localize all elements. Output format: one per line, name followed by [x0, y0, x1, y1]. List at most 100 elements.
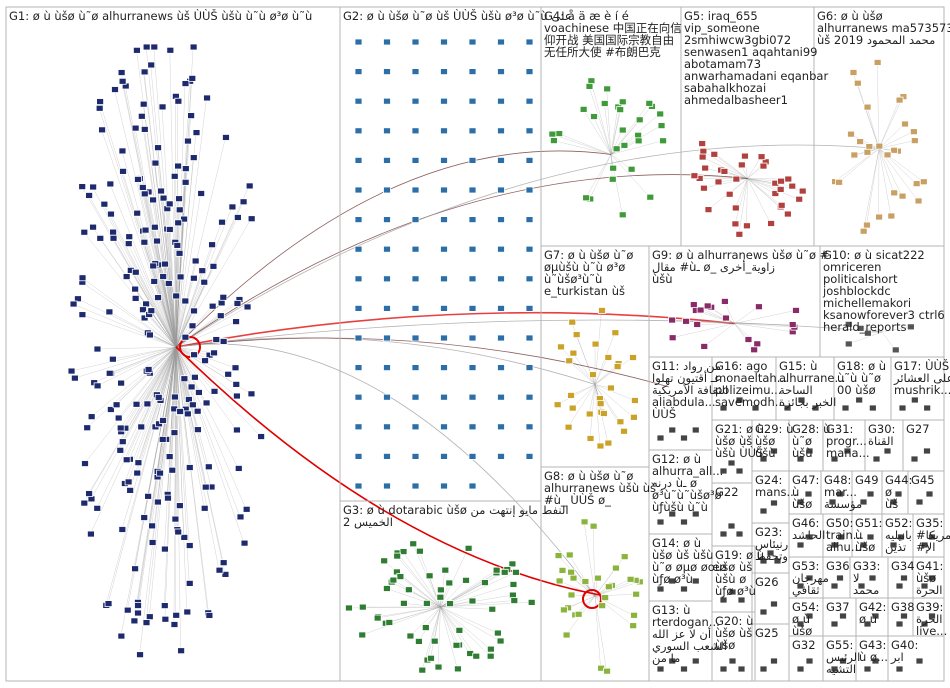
node-g10 [907, 324, 914, 330]
panel-label-g44-line3: ùš [885, 497, 898, 511]
node-g2 [412, 246, 419, 252]
node-g7 [598, 307, 605, 313]
node-g7 [631, 397, 638, 403]
node-g1 [218, 300, 225, 306]
node-g4 [619, 99, 626, 105]
node-g1 [119, 439, 126, 445]
node-g8 [605, 584, 612, 590]
node-g7 [569, 405, 576, 411]
node-g1 [201, 279, 208, 285]
node-g1 [125, 479, 132, 485]
node-g1 [138, 424, 145, 430]
node-g2 [469, 365, 476, 371]
node-g3 [400, 600, 407, 606]
node-g49 [867, 491, 874, 497]
node-g2 [469, 305, 476, 311]
node-g4 [621, 142, 628, 148]
node-g3 [437, 587, 444, 593]
node-g2 [469, 424, 476, 430]
node-g1 [175, 163, 182, 169]
node-g2 [412, 305, 419, 311]
panel-label-g38: G38 [891, 600, 915, 614]
node-g9 [704, 303, 711, 309]
node-g1 [139, 184, 146, 190]
node-g1 [144, 401, 151, 407]
panel-label-g22: G22 [715, 485, 739, 499]
node-g7 [586, 411, 593, 417]
node-g2 [498, 128, 505, 134]
node-g2 [412, 453, 419, 459]
node-g3 [422, 625, 429, 631]
node-g4 [580, 106, 587, 112]
node-g1 [248, 391, 255, 397]
node-g3 [423, 600, 430, 606]
node-g1 [202, 484, 209, 490]
node-g1 [182, 298, 189, 304]
node-g2 [355, 128, 362, 134]
node-g3 [381, 558, 388, 564]
node-g5 [700, 185, 707, 191]
node-g1 [79, 184, 86, 190]
node-g2 [441, 246, 448, 252]
node-g3 [453, 642, 460, 648]
node-g1 [190, 44, 197, 50]
node-g2 [412, 187, 419, 193]
node-g2 [441, 98, 448, 104]
node-g1 [184, 138, 191, 144]
node-g7 [573, 332, 580, 338]
node-g25 [771, 658, 778, 664]
node-g1 [177, 274, 184, 280]
node-g4 [660, 138, 667, 144]
node-g2 [355, 246, 362, 252]
node-g1 [219, 219, 226, 225]
node-g2 [441, 453, 448, 459]
node-g4 [657, 111, 664, 117]
node-g5 [799, 188, 806, 194]
node-g1 [109, 356, 116, 362]
node-g8 [566, 552, 573, 558]
node-g1 [79, 312, 86, 318]
node-g5 [726, 191, 733, 197]
panel-label-g52-line3: تذين [885, 540, 906, 555]
node-g1 [106, 370, 113, 376]
node-g1 [199, 268, 206, 274]
node-g4 [586, 83, 593, 89]
node-g5 [785, 176, 792, 182]
node-g5 [732, 205, 739, 211]
panel-label-g53-line3: ثقافي [792, 583, 820, 597]
node-g2 [355, 39, 362, 45]
node-g6 [876, 214, 883, 220]
node-g37 [831, 621, 838, 627]
node-g7 [589, 372, 596, 378]
node-g1 [68, 368, 75, 374]
node-g1 [132, 286, 139, 292]
panel-label-g28-line3: ùšù [792, 446, 813, 460]
node-g2 [441, 128, 448, 134]
node-g2 [498, 335, 505, 341]
node-g2 [469, 335, 476, 341]
node-g3 [426, 573, 433, 579]
node-g1 [134, 176, 141, 182]
node-g9 [690, 302, 697, 308]
node-g3 [469, 598, 476, 604]
node-g38 [896, 621, 903, 627]
node-g6 [876, 143, 883, 149]
node-g1 [110, 229, 117, 235]
panel-label-g40-line2: ابر [890, 650, 904, 665]
node-g7 [565, 424, 572, 430]
node-g2 [526, 453, 533, 459]
node-g1 [135, 460, 142, 466]
node-g2 [355, 483, 362, 489]
node-g1 [229, 204, 236, 210]
node-g2 [412, 98, 419, 104]
panel-label-g10-line7: herald_reports [823, 320, 907, 334]
node-g7 [630, 355, 637, 361]
node-g6 [850, 70, 857, 76]
node-g2 [526, 305, 533, 311]
node-g9 [669, 335, 676, 341]
node-g3 [481, 580, 488, 586]
node-g4 [647, 194, 654, 200]
node-g2 [355, 276, 362, 282]
node-g1 [150, 197, 157, 203]
node-g1 [135, 603, 142, 609]
